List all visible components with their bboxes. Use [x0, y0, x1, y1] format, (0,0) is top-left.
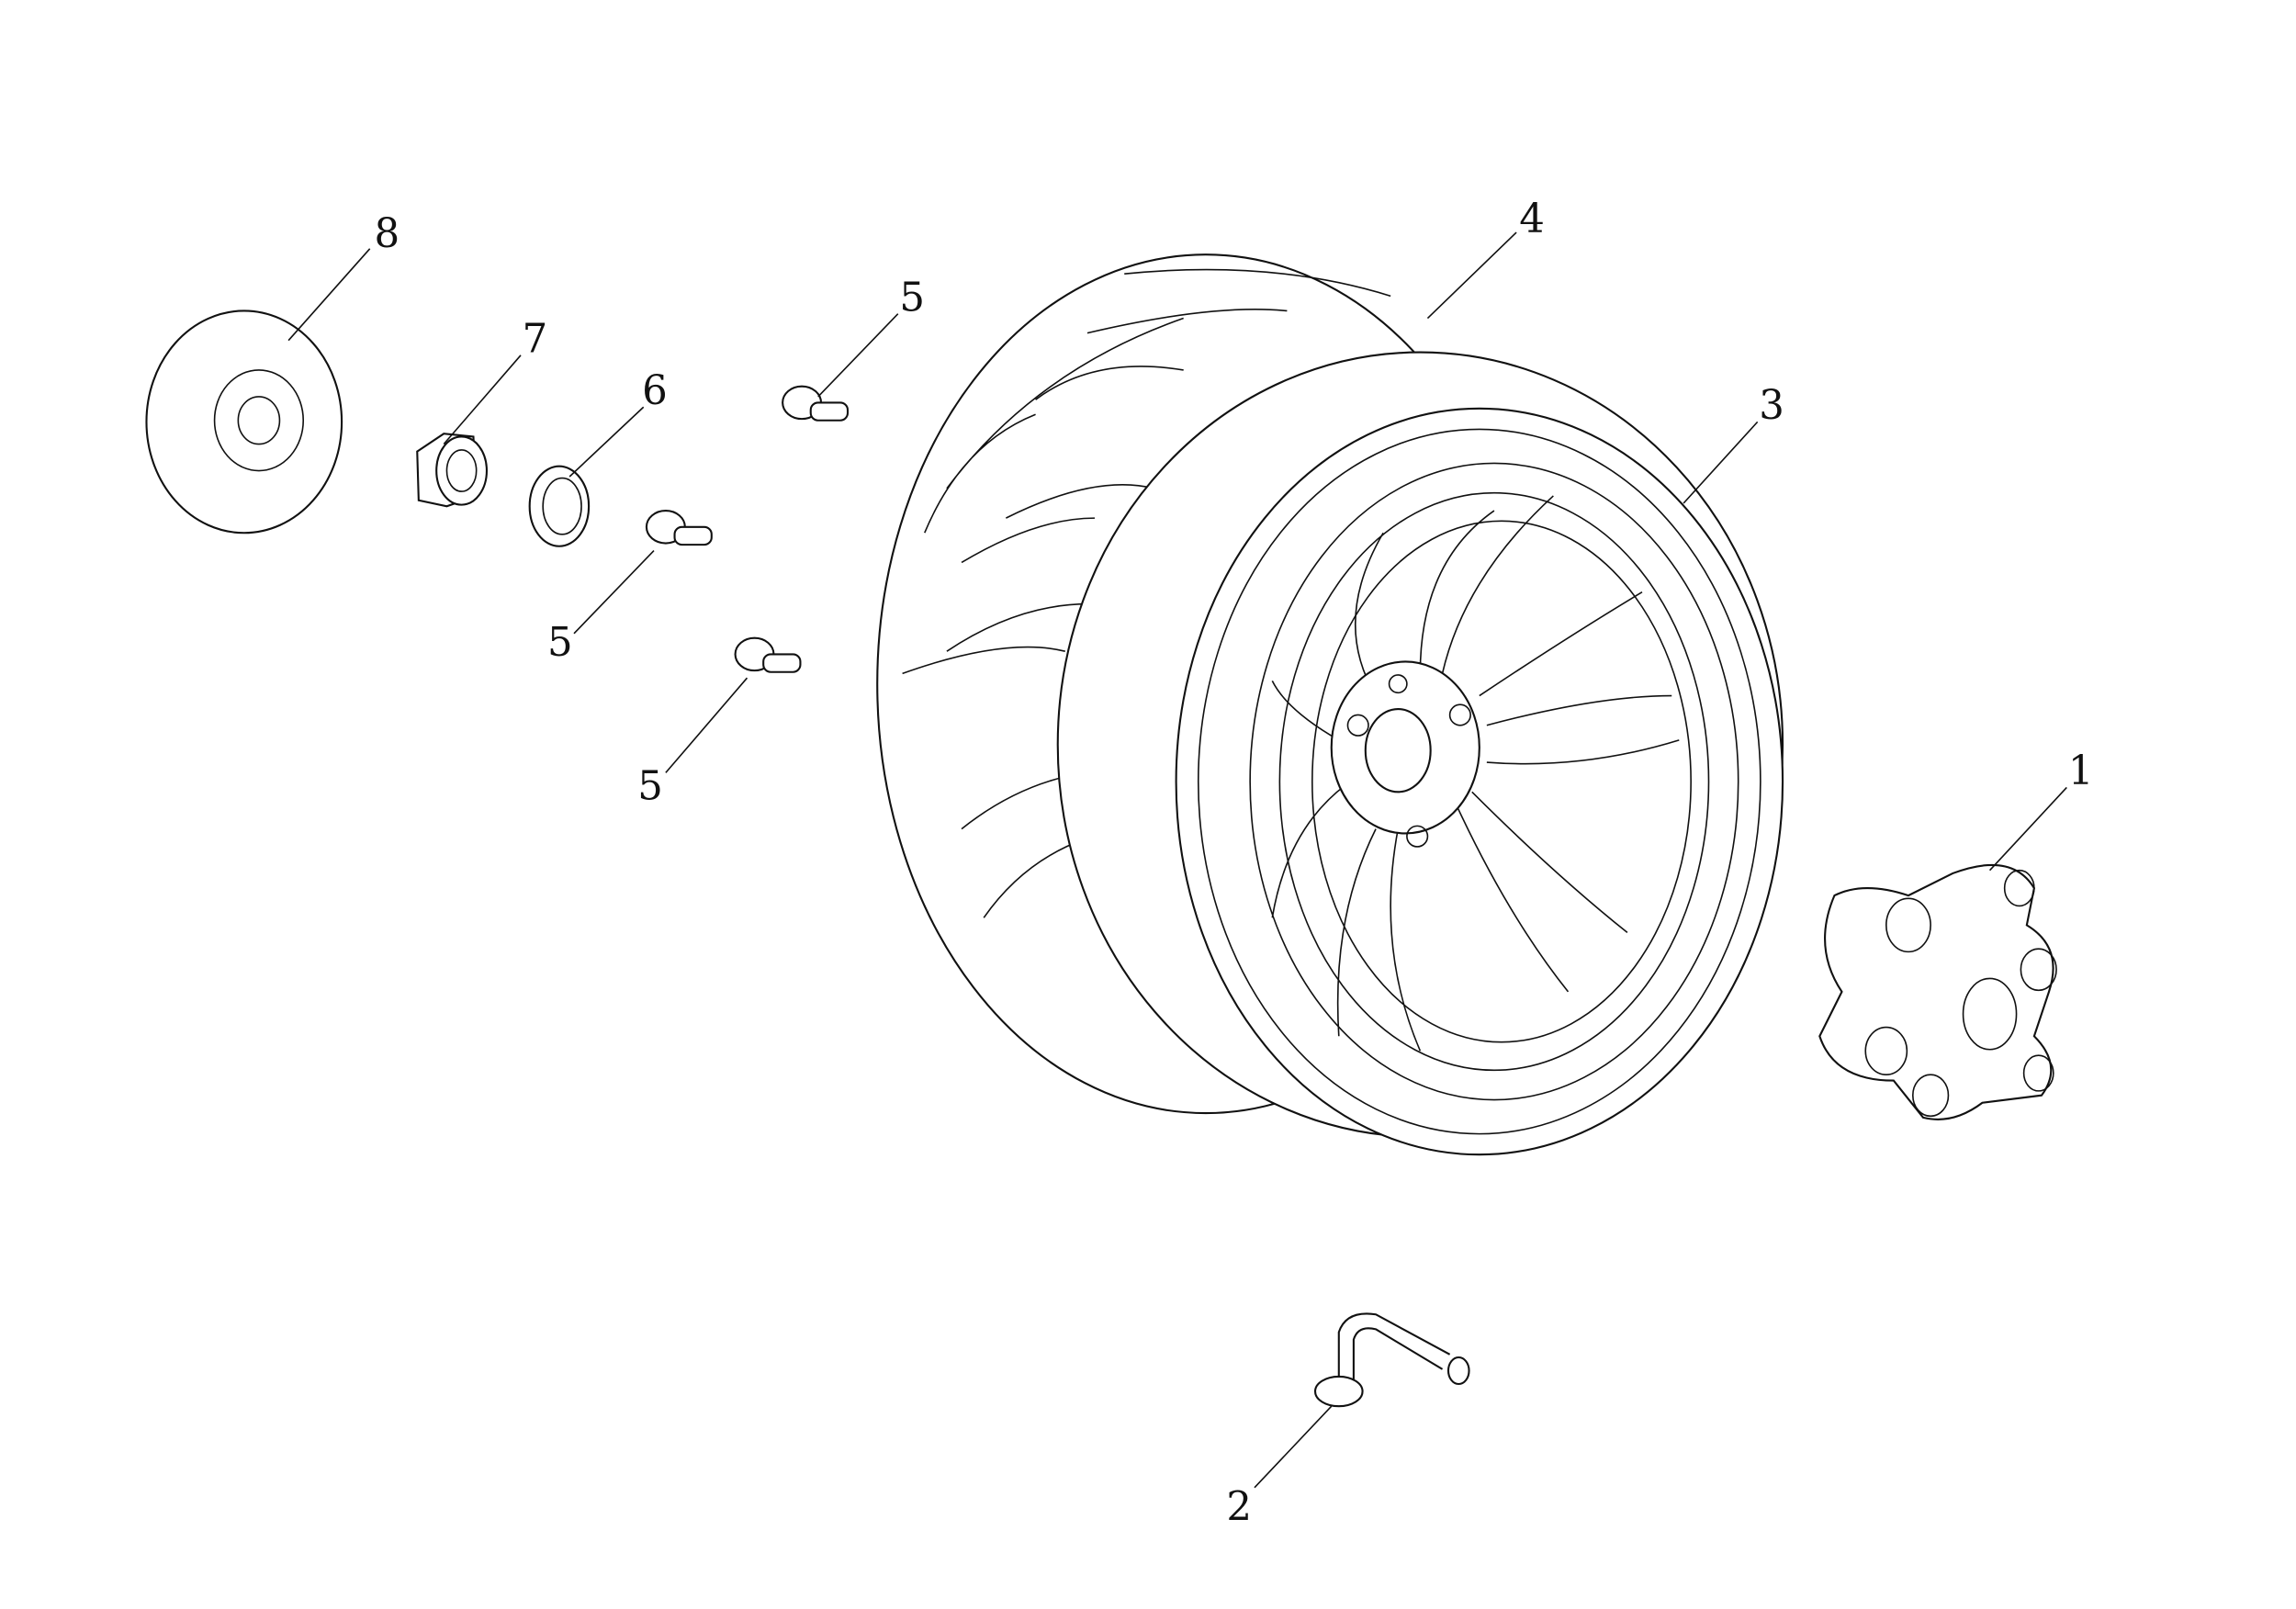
callout-1: 1	[2068, 748, 2094, 794]
callout-7: 7	[523, 317, 548, 363]
hub-cap	[145, 309, 343, 534]
rim-spokes	[1271, 495, 1680, 1052]
bolt	[782, 385, 850, 422]
callout-4: 4	[1519, 197, 1545, 242]
callout-5: 5	[899, 275, 925, 321]
leader-lines	[287, 231, 2067, 1489]
callout-2: 2	[1226, 1484, 1252, 1530]
callout-8: 8	[375, 211, 400, 257]
callout-6: 6	[642, 368, 668, 414]
callout-labels: 1 2 3 4 5 5 5 6 7 8	[375, 197, 2094, 1530]
bolt	[734, 636, 802, 673]
nut	[416, 433, 489, 508]
wheel-hub	[1818, 863, 2057, 1120]
bolt	[645, 510, 713, 546]
washer-ring	[528, 465, 591, 547]
valve-stem	[1313, 1312, 1470, 1408]
callout-5: 5	[547, 620, 573, 666]
callout-5: 5	[637, 763, 663, 809]
rim	[1056, 351, 1784, 1156]
callout-3: 3	[1759, 383, 1784, 429]
